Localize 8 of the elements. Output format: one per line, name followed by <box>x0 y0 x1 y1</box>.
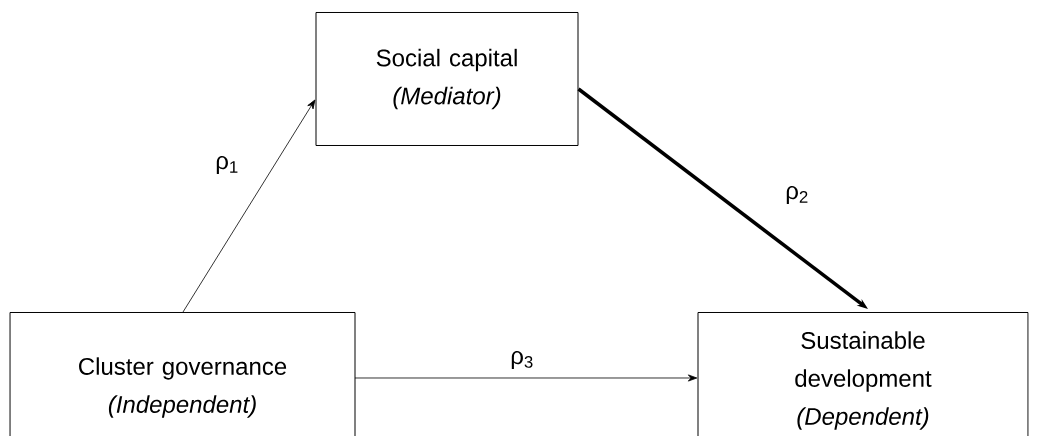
process-box: Cluster governance (Independent) <box>9 312 356 436</box>
edge-label: ρ$_{1}$ <box>214 155 240 175</box>
arrow <box>182 99 316 313</box>
edge-label: ρ$_{2}$ <box>784 185 810 205</box>
process-box: Social capital (Mediator) <box>315 12 579 146</box>
edge-label: ρ$_{3}$ <box>509 350 535 370</box>
process-box: Sustainable development (Dependent) <box>697 312 1029 436</box>
arrow <box>354 374 698 382</box>
